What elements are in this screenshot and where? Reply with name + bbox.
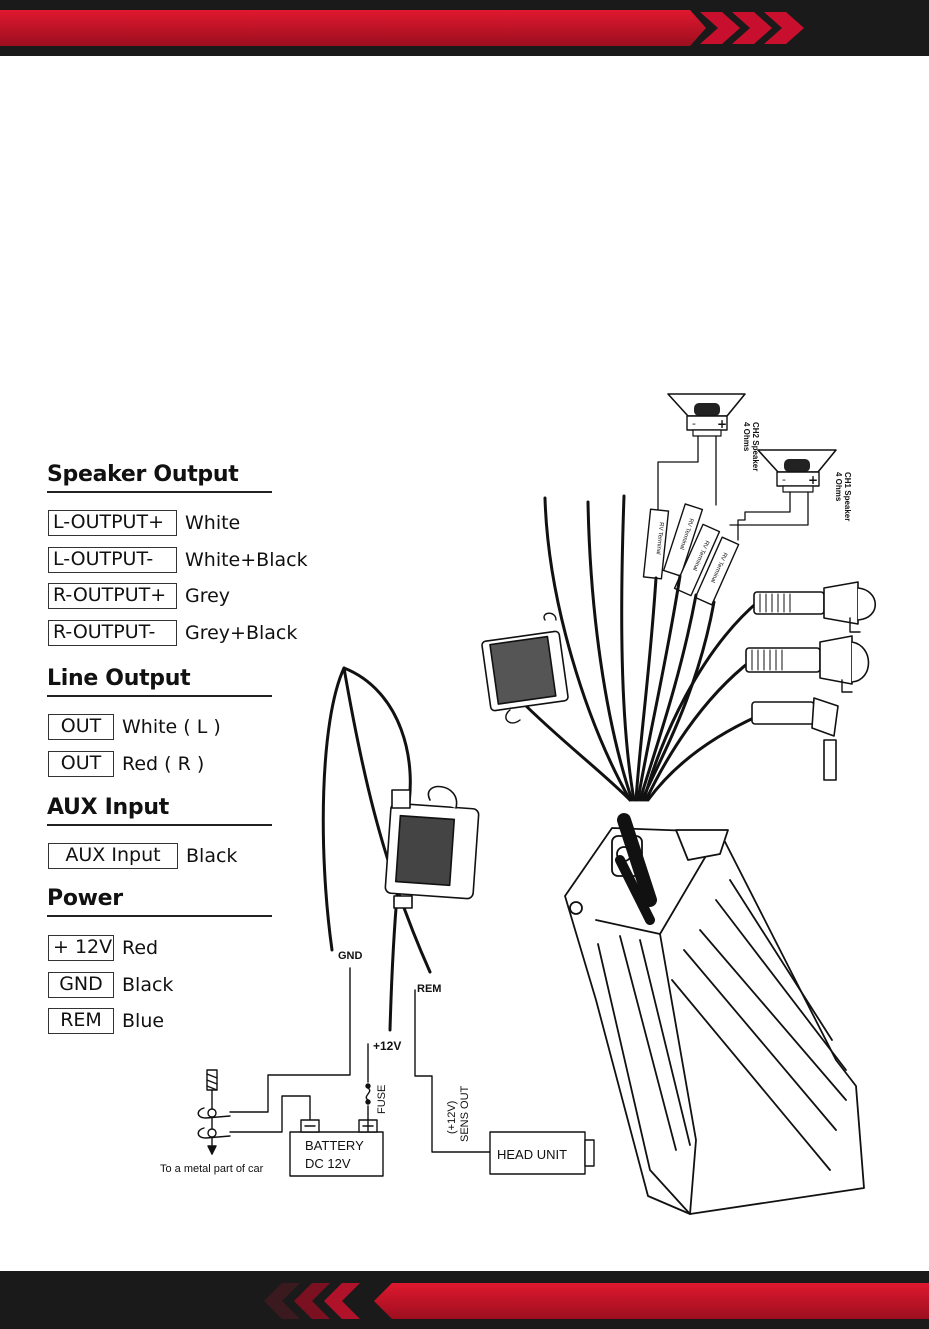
battery-icon: [289, 1119, 384, 1177]
terminal-label: R-OUTPUT-: [48, 620, 177, 646]
amplifier-icon: [564, 813, 865, 1215]
schematic-lines: [229, 967, 491, 1153]
wire-row: R-OUTPUT- Grey+Black: [48, 620, 297, 646]
wire-color: Red ( R ): [122, 753, 205, 775]
terminal-label: REM: [48, 1008, 114, 1034]
wire-row: L-OUTPUT- White+Black: [48, 547, 308, 573]
terminal-label: L-OUTPUT-: [48, 547, 177, 573]
wire-color: Grey+Black: [185, 622, 298, 644]
footer-band: [0, 1271, 929, 1329]
header-band: [0, 0, 929, 56]
aux-input-title: AUX Input: [47, 795, 272, 826]
wire-row: OUT White ( L ): [48, 714, 221, 740]
terminal-label: L-OUTPUT+: [48, 510, 177, 536]
terminal-label: AUX Input: [48, 843, 178, 869]
battery-label: BATTERY: [305, 1138, 364, 1153]
wiring-diagram: - + - +: [160, 393, 876, 1215]
head-unit-icon: [489, 1131, 595, 1175]
svg-text:-: -: [692, 417, 696, 430]
rem-label: REM: [417, 983, 441, 995]
wire-row: L-OUTPUT+ White: [48, 510, 240, 536]
svg-text:-: -: [782, 473, 786, 486]
wire-row: OUT Red ( R ): [48, 751, 204, 777]
terminal-label: OUT: [48, 714, 114, 740]
terminal-label: + 12V: [48, 935, 114, 961]
plus12v-label: +12V: [373, 1039, 401, 1053]
wire-color: White ( L ): [122, 716, 221, 738]
svg-text:+: +: [717, 417, 727, 431]
wire-color: White: [185, 512, 241, 534]
ch2-speaker-icon: - +: [667, 393, 746, 437]
terminal-label: GND: [48, 972, 114, 998]
rca-connector-icon: [745, 581, 876, 781]
chevron-left-icon: [264, 1283, 360, 1319]
wire-color: White+Black: [185, 549, 308, 571]
wire-color: Black: [122, 974, 174, 996]
fuse-holder-icon: [384, 785, 480, 909]
rv-terminal-icon: [642, 503, 740, 606]
fuse-label: FUSE: [376, 1085, 388, 1114]
wire-row: + 12V Red: [48, 935, 158, 961]
sens-out-label-1: (+12V): [446, 1101, 458, 1134]
speaker-output-title: Speaker Output: [47, 462, 272, 493]
sens-out-label-2: SENS OUT: [459, 1085, 471, 1142]
terminal-label: OUT: [48, 751, 114, 777]
power-title: Power: [47, 886, 272, 917]
ch1-speaker-icon: - +: [757, 449, 837, 493]
wire-harness: [518, 494, 762, 802]
ground-bolt-icon: [197, 1069, 231, 1155]
fuse-icon: [365, 1083, 371, 1105]
ch1-speaker-label: 4 Ohms CH1 Speaker: [834, 472, 852, 521]
chevron-right-icon: [700, 12, 804, 44]
fuse-holder-icon: [481, 612, 569, 724]
line-output-title: Line Output: [47, 666, 272, 697]
wire-row: GND Black: [48, 972, 173, 998]
wire-color: Grey: [185, 585, 231, 607]
svg-text:+: +: [808, 473, 818, 487]
terminal-label: R-OUTPUT+: [48, 583, 177, 609]
wire-row: R-OUTPUT+ Grey: [48, 583, 230, 609]
ch2-speaker-label: 4 Ohms CH2 Speaker: [742, 422, 760, 471]
wire-color: Red: [122, 937, 159, 959]
ground-note: To a metal part of car: [160, 1163, 264, 1175]
wire-row: REM Blue: [48, 1008, 164, 1034]
head-unit-label: HEAD UNIT: [497, 1147, 567, 1162]
wire-row: AUX Input Black: [48, 843, 237, 869]
wire-color: Blue: [122, 1010, 165, 1032]
rv-terminal-label: RV Terminal: [655, 522, 664, 555]
wire-color: Black: [186, 845, 238, 867]
battery-voltage-label: DC 12V: [305, 1156, 351, 1171]
gnd-label: GND: [338, 950, 363, 962]
